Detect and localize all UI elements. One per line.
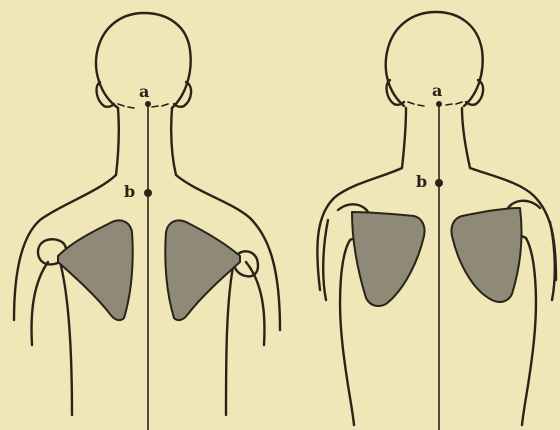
left-point-a-marker: [145, 101, 151, 107]
left-label-b: b: [124, 182, 135, 201]
right-label-a: a: [432, 81, 442, 100]
right-point-b-marker: [435, 179, 443, 187]
right-label-b: b: [416, 172, 427, 191]
right-point-a-marker: [436, 101, 442, 107]
left-point-b-marker: [144, 189, 152, 197]
left-label-a: a: [139, 82, 149, 101]
